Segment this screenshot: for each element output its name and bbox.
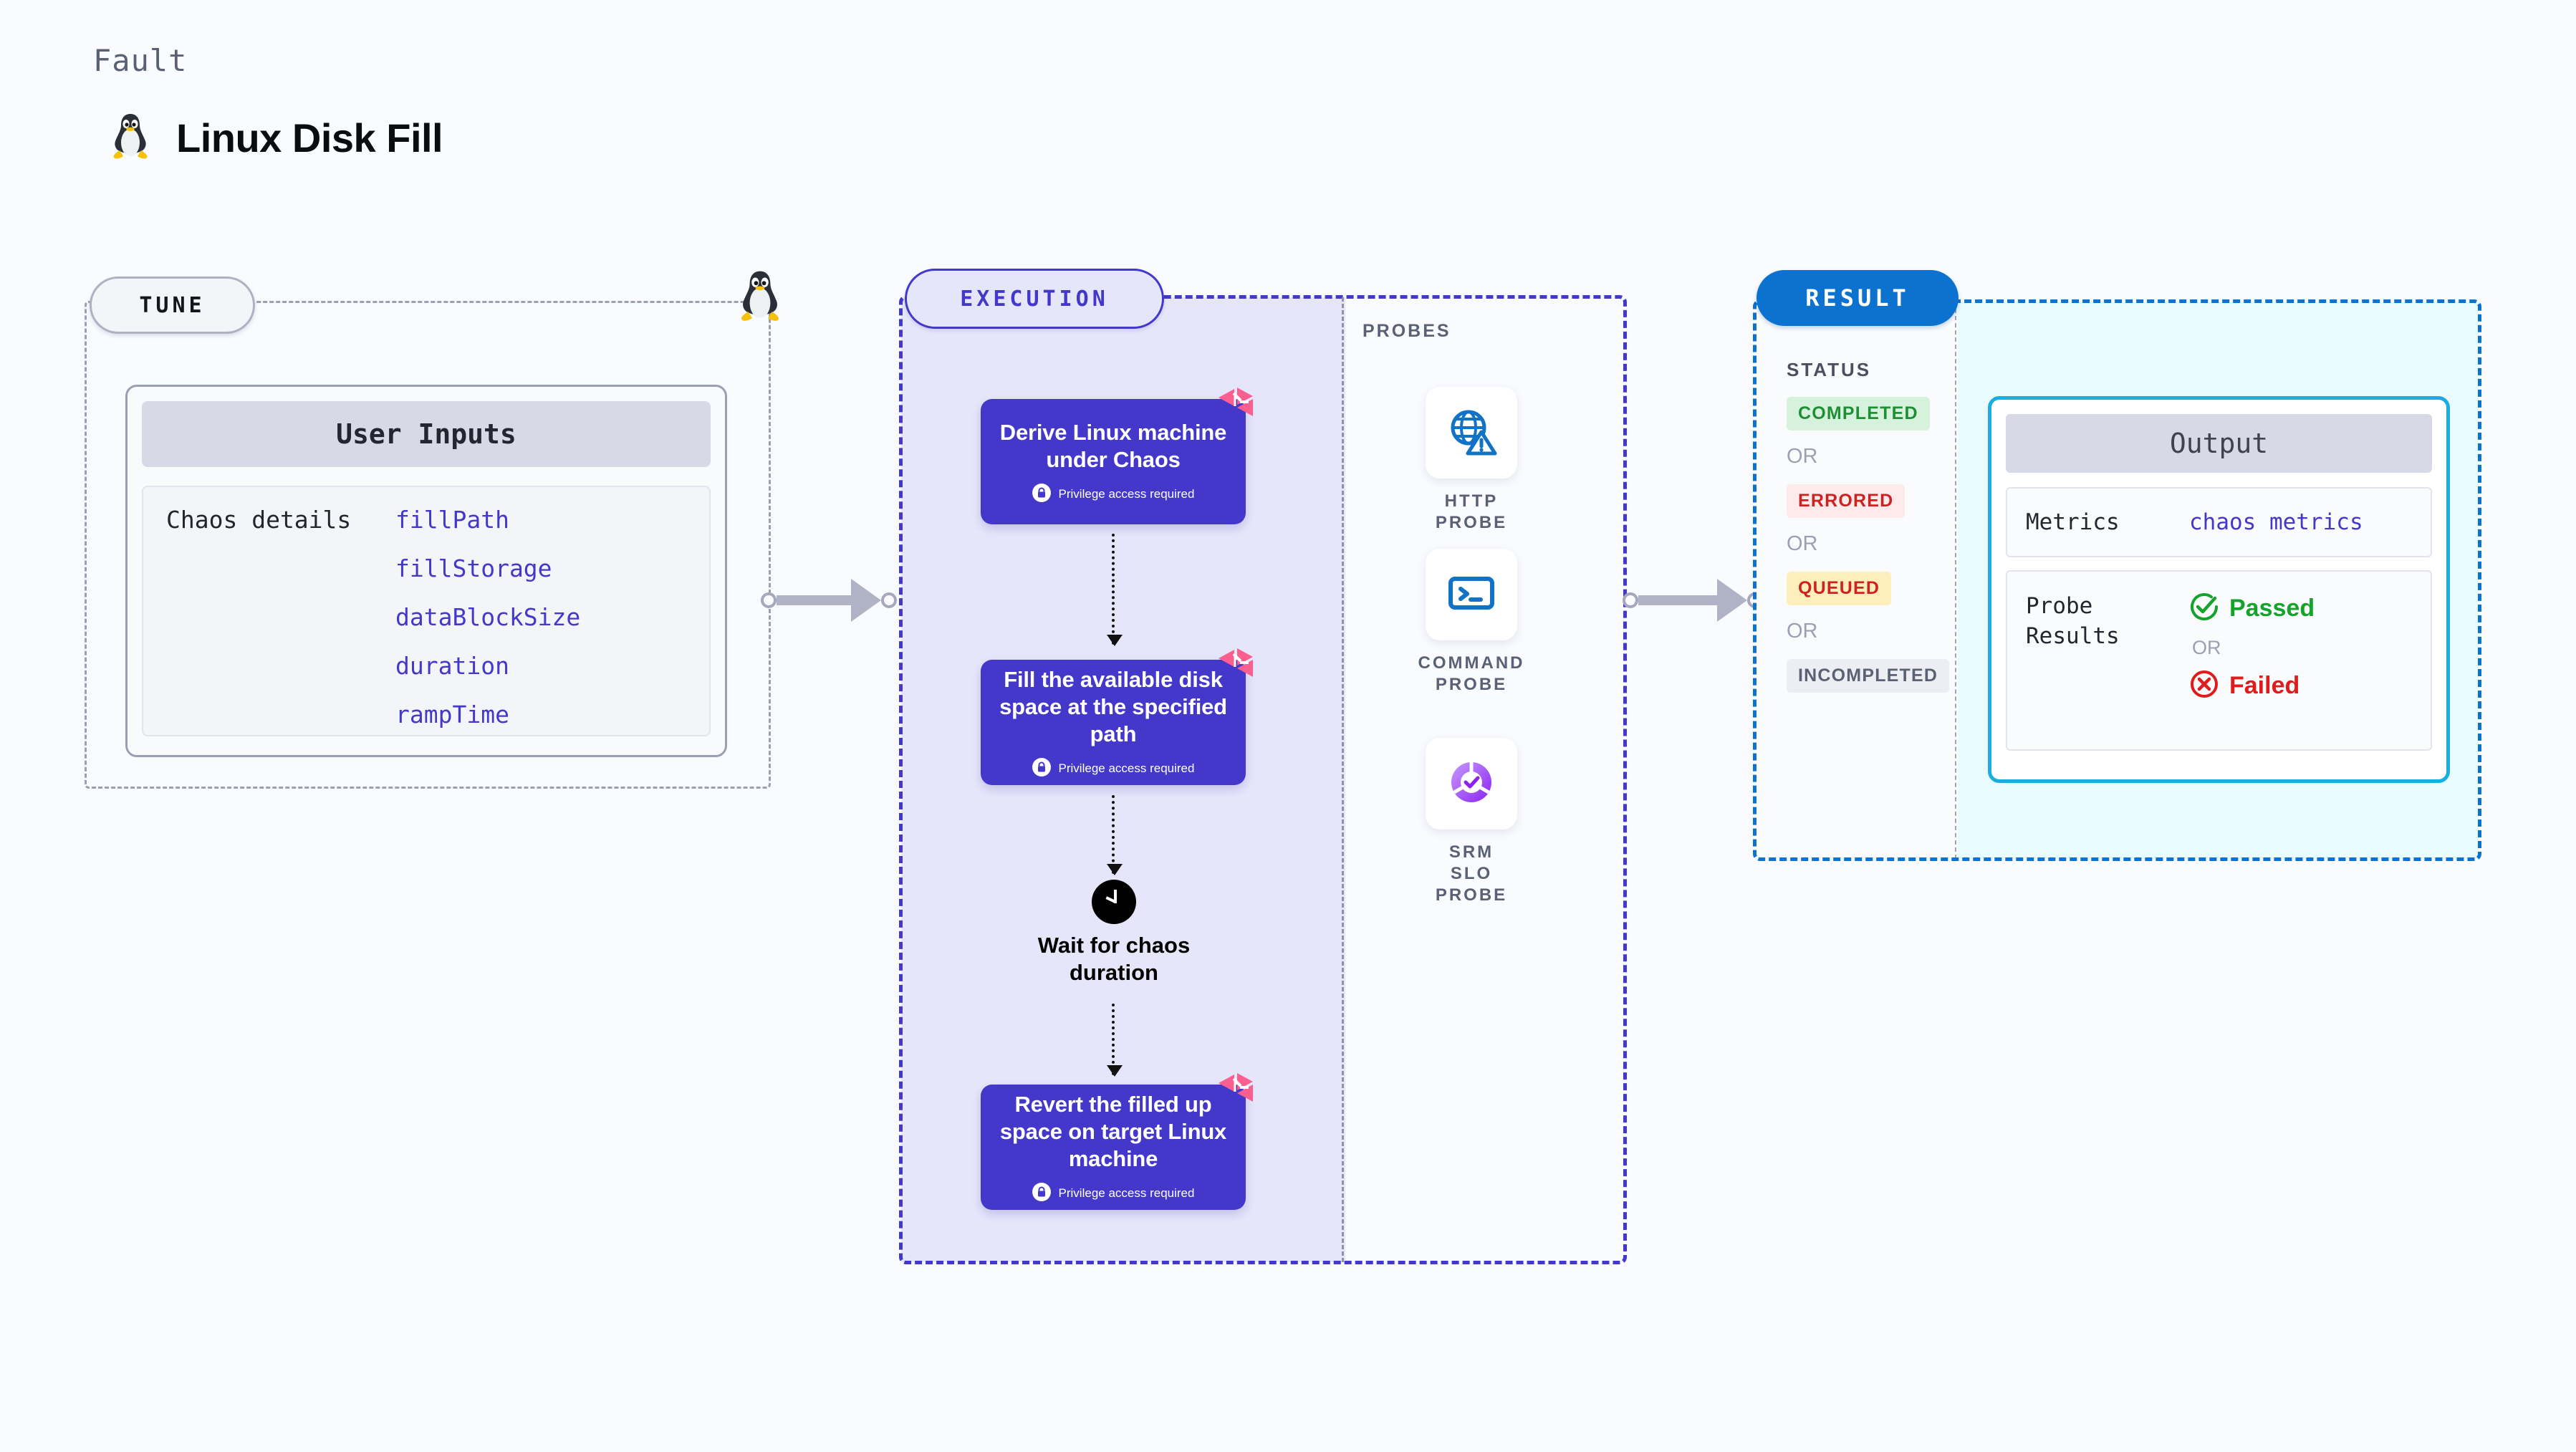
fault-title-row: Linux Disk Fill: [110, 111, 443, 165]
connector-start-dot: [1623, 592, 1638, 608]
chaos-details-label: Chaos details: [166, 506, 352, 534]
globe-warning-icon: [1445, 405, 1498, 461]
status-badge-incompleted: INCOMPLETED: [1787, 659, 1950, 693]
status-or-separator: OR: [1787, 620, 1818, 643]
clock-icon: [1092, 880, 1136, 924]
flow-arrow-2: [1107, 795, 1123, 875]
privilege-text: Privilege access required: [1058, 1186, 1195, 1201]
probe-tile: [1426, 549, 1517, 640]
chaos-param-fillpath[interactable]: fillPath: [395, 506, 509, 534]
execution-node-text: Fill the available disk space at the spe…: [999, 667, 1227, 746]
connector-arrowhead: [851, 579, 881, 622]
x-circle-icon: [2189, 669, 2219, 703]
result-section-container: [1753, 299, 2481, 861]
user-inputs-body: Chaos details fillPath fillStorage dataB…: [142, 486, 711, 736]
execution-probes-container: [899, 295, 1627, 1264]
status-badge-errored: ERRORED: [1787, 484, 1905, 518]
chaos-param-duration[interactable]: duration: [395, 652, 509, 680]
page-title: Linux Disk Fill: [176, 115, 443, 160]
metrics-value[interactable]: chaos metrics: [2189, 509, 2363, 535]
probe-label: HTTP PROBE: [1435, 491, 1508, 532]
slo-donut-check-icon: [1445, 756, 1498, 812]
status-or-separator: OR: [1787, 532, 1818, 555]
result-section-pill[interactable]: RESULT: [1756, 270, 1959, 326]
probe-result-passed-label: Passed: [2229, 595, 2315, 622]
execution-node-derive-machine[interactable]: Derive Linux machine under Chaos Privile…: [981, 388, 1253, 524]
status-badge-completed: COMPLETED: [1787, 397, 1930, 431]
check-circle-icon: [2189, 592, 2219, 625]
status-column-label: STATUS: [1787, 359, 1872, 380]
user-inputs-title: User Inputs: [142, 401, 711, 467]
probe-item-command[interactable]: COMMAND PROBE: [1418, 549, 1523, 696]
chaos-param-datablocksize[interactable]: dataBlockSize: [395, 603, 581, 631]
chaos-param-list: fillPath fillStorage dataBlockSize durat…: [395, 506, 580, 735]
litmus-chaos-icon: [1216, 644, 1256, 684]
probe-tile: [1426, 387, 1517, 479]
probe-result-passed: Passed: [2189, 592, 2315, 625]
connector-arrowhead: [1717, 579, 1747, 622]
execution-node-text: Derive Linux machine under Chaos: [999, 420, 1227, 472]
output-metrics-row: Metrics chaos metrics: [2006, 487, 2432, 557]
connector-start-dot: [761, 592, 777, 608]
flow-arrow-1: [1107, 534, 1123, 646]
wait-node-label: Wait for chaos duration: [1037, 933, 1191, 985]
execution-node-text: Revert the filled up space on target Lin…: [999, 1092, 1227, 1171]
probes-section-label: PROBES: [1363, 321, 1451, 341]
probe-item-srm-slo[interactable]: SRM SLO PROBE: [1426, 738, 1517, 906]
probe-label: COMMAND PROBE: [1418, 653, 1525, 694]
execution-node-revert[interactable]: Revert the filled up space on target Lin…: [981, 1073, 1253, 1210]
probe-label: SRM SLO PROBE: [1435, 842, 1508, 905]
probe-tile: [1426, 738, 1517, 830]
output-card: Output Metrics chaos metrics Probe Resul…: [1988, 396, 2450, 783]
connector-end-dot: [881, 592, 897, 608]
lock-icon: [1032, 1182, 1051, 1205]
connector-execution-to-result: [1623, 579, 1763, 622]
probe-item-http[interactable]: HTTP PROBE: [1426, 387, 1517, 534]
execution-node-wait: Wait for chaos duration: [1032, 880, 1196, 986]
connector-bar: [777, 595, 851, 605]
result-status-column: STATUS COMPLETED OR ERRORED OR QUEUED OR…: [1755, 302, 1956, 859]
connector-bar: [1638, 595, 1717, 605]
probe-result-failed: Failed: [2189, 669, 2315, 703]
user-inputs-card: User Inputs Chaos details fillPath fillS…: [125, 385, 727, 757]
probe-result-failed-label: Failed: [2229, 672, 2300, 699]
litmus-chaos-icon: [1216, 383, 1256, 423]
tune-section-container: [85, 301, 771, 789]
status-or-separator: OR: [1787, 445, 1818, 468]
page-header: Fault Linux Disk Fill: [93, 43, 443, 165]
litmus-chaos-icon: [1216, 1069, 1256, 1109]
execution-section-pill[interactable]: EXECUTION: [905, 269, 1164, 329]
status-badge-queued: QUEUED: [1787, 572, 1892, 605]
flow-arrow-3: [1107, 1004, 1123, 1077]
fault-eyebrow-label: Fault: [93, 43, 188, 78]
probe-result-or-separator: OR: [2192, 637, 2221, 658]
lock-icon: [1032, 757, 1051, 780]
probe-results-label: Probe Results: [2026, 593, 2120, 649]
chaos-param-fillstorage[interactable]: fillStorage: [395, 554, 552, 582]
privilege-badge: Privilege access required: [1032, 483, 1195, 506]
output-card-title: Output: [2006, 414, 2432, 473]
execution-node-fill-disk[interactable]: Fill the available disk space at the spe…: [981, 648, 1253, 785]
linux-penguin-icon: [738, 267, 782, 324]
execution-probes-divider: [1342, 297, 1344, 1262]
chaos-param-ramptime[interactable]: rampTime: [395, 701, 509, 729]
privilege-badge: Privilege access required: [1032, 1182, 1195, 1205]
metrics-label: Metrics: [2026, 509, 2120, 535]
tune-section-pill[interactable]: TUNE: [90, 277, 255, 334]
privilege-badge: Privilege access required: [1032, 757, 1195, 780]
connector-tune-to-execution: [761, 579, 897, 622]
terminal-icon: [1445, 567, 1498, 623]
output-probe-results-row: Probe Results Passed OR: [2006, 570, 2432, 751]
linux-penguin-icon: [110, 111, 150, 165]
lock-icon: [1032, 483, 1051, 506]
privilege-text: Privilege access required: [1058, 761, 1195, 776]
privilege-text: Privilege access required: [1058, 487, 1195, 501]
